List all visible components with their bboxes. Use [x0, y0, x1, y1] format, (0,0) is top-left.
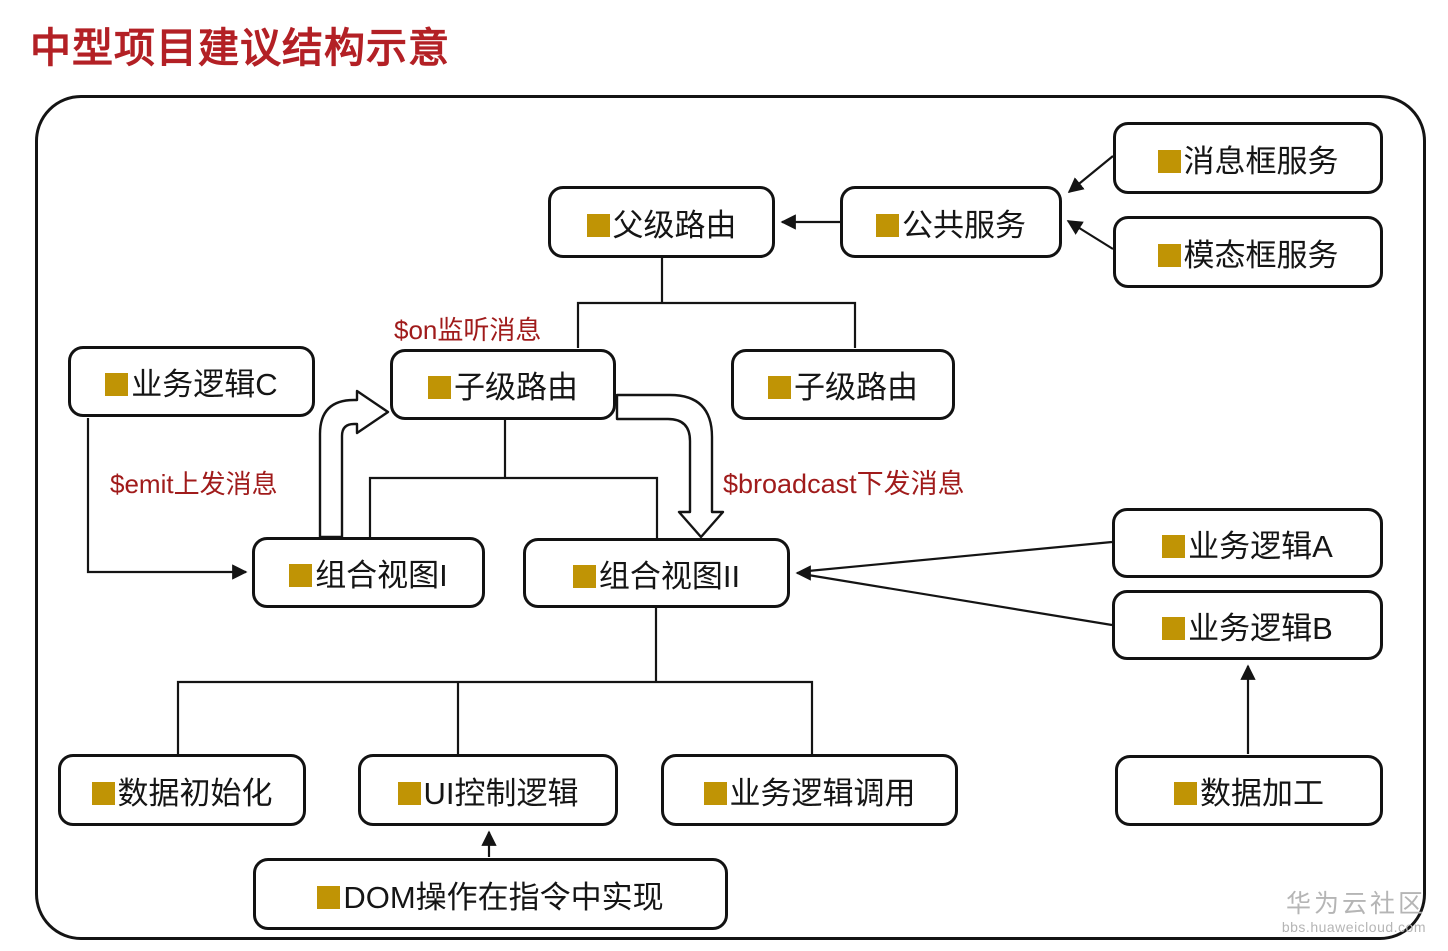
node-label: 子级路由 [454, 370, 578, 405]
node-label: 模态框服务 [1183, 237, 1339, 273]
bullet-icon [1157, 149, 1181, 173]
node-logic-b: 业务逻辑B [1112, 590, 1383, 660]
node-child-route-left: 子级路由 [390, 349, 616, 420]
annotation-on-listen: $on监听消息 [394, 315, 542, 345]
bullet-icon [1174, 782, 1197, 805]
bullet-icon [572, 564, 596, 588]
bullet-icon [876, 213, 899, 237]
page-title: 中型项目建议结构示意 [30, 25, 450, 71]
node-parent-route: 父级路由 [548, 186, 775, 258]
node-label: 公共服务 [902, 207, 1026, 243]
watermark-url: bbs.huaweicloud.com [1281, 918, 1426, 935]
bullet-icon [428, 376, 451, 399]
node-label: 数据初始化 [117, 775, 273, 811]
node-data-init: 数据初始化 [58, 754, 306, 826]
node-label: 子级路由 [794, 370, 918, 405]
watermark: 华为云社区 bbs.huaweicloud.com [1282, 890, 1426, 935]
node-label: 业务逻辑B [1188, 610, 1333, 646]
bullet-icon [1162, 534, 1186, 558]
node-logic-c: 业务逻辑C [68, 346, 315, 417]
node-label: 业务逻辑调用 [729, 775, 916, 811]
node-label: 数据加工 [1200, 776, 1324, 811]
node-ui-logic: UI控制逻辑 [358, 754, 618, 826]
bullet-icon [289, 564, 313, 587]
watermark-title: 华为云社区 [1285, 890, 1426, 919]
node-dom-note: DOM操作在指令中实现 [253, 858, 728, 930]
bullet-icon [317, 885, 341, 909]
annotation-emit-up: $emit上发消息 [110, 469, 278, 499]
node-public-service: 公共服务 [840, 186, 1062, 258]
node-view-1: 组合视图I [252, 537, 485, 608]
node-message-service: 消息框服务 [1113, 122, 1383, 194]
bullet-icon [397, 781, 421, 805]
node-child-route-right: 子级路由 [731, 349, 955, 420]
bullet-icon [105, 373, 129, 396]
bullet-icon [586, 213, 610, 237]
node-data-process: 数据加工 [1115, 755, 1383, 826]
annotation-broadcast-down: $broadcast下发消息 [723, 469, 965, 499]
node-modal-service: 模态框服务 [1113, 216, 1383, 288]
bullet-icon [768, 376, 791, 399]
node-label: 父级路由 [612, 207, 737, 243]
node-label: UI控制逻辑 [423, 775, 579, 811]
node-label: 消息框服务 [1183, 143, 1339, 179]
node-label: DOM操作在指令中实现 [343, 879, 664, 915]
bullet-icon [1157, 243, 1181, 267]
node-label: 组合视图II [598, 558, 741, 594]
node-label: 业务逻辑C [131, 367, 278, 402]
node-logic-call: 业务逻辑调用 [661, 754, 958, 826]
node-view-2: 组合视图II [523, 538, 790, 608]
node-label: 组合视图I [315, 558, 448, 593]
bullet-icon [1162, 616, 1186, 640]
bullet-icon [91, 781, 115, 805]
node-logic-a: 业务逻辑A [1112, 508, 1383, 578]
node-label: 业务逻辑A [1188, 528, 1333, 564]
bullet-icon [703, 781, 727, 805]
